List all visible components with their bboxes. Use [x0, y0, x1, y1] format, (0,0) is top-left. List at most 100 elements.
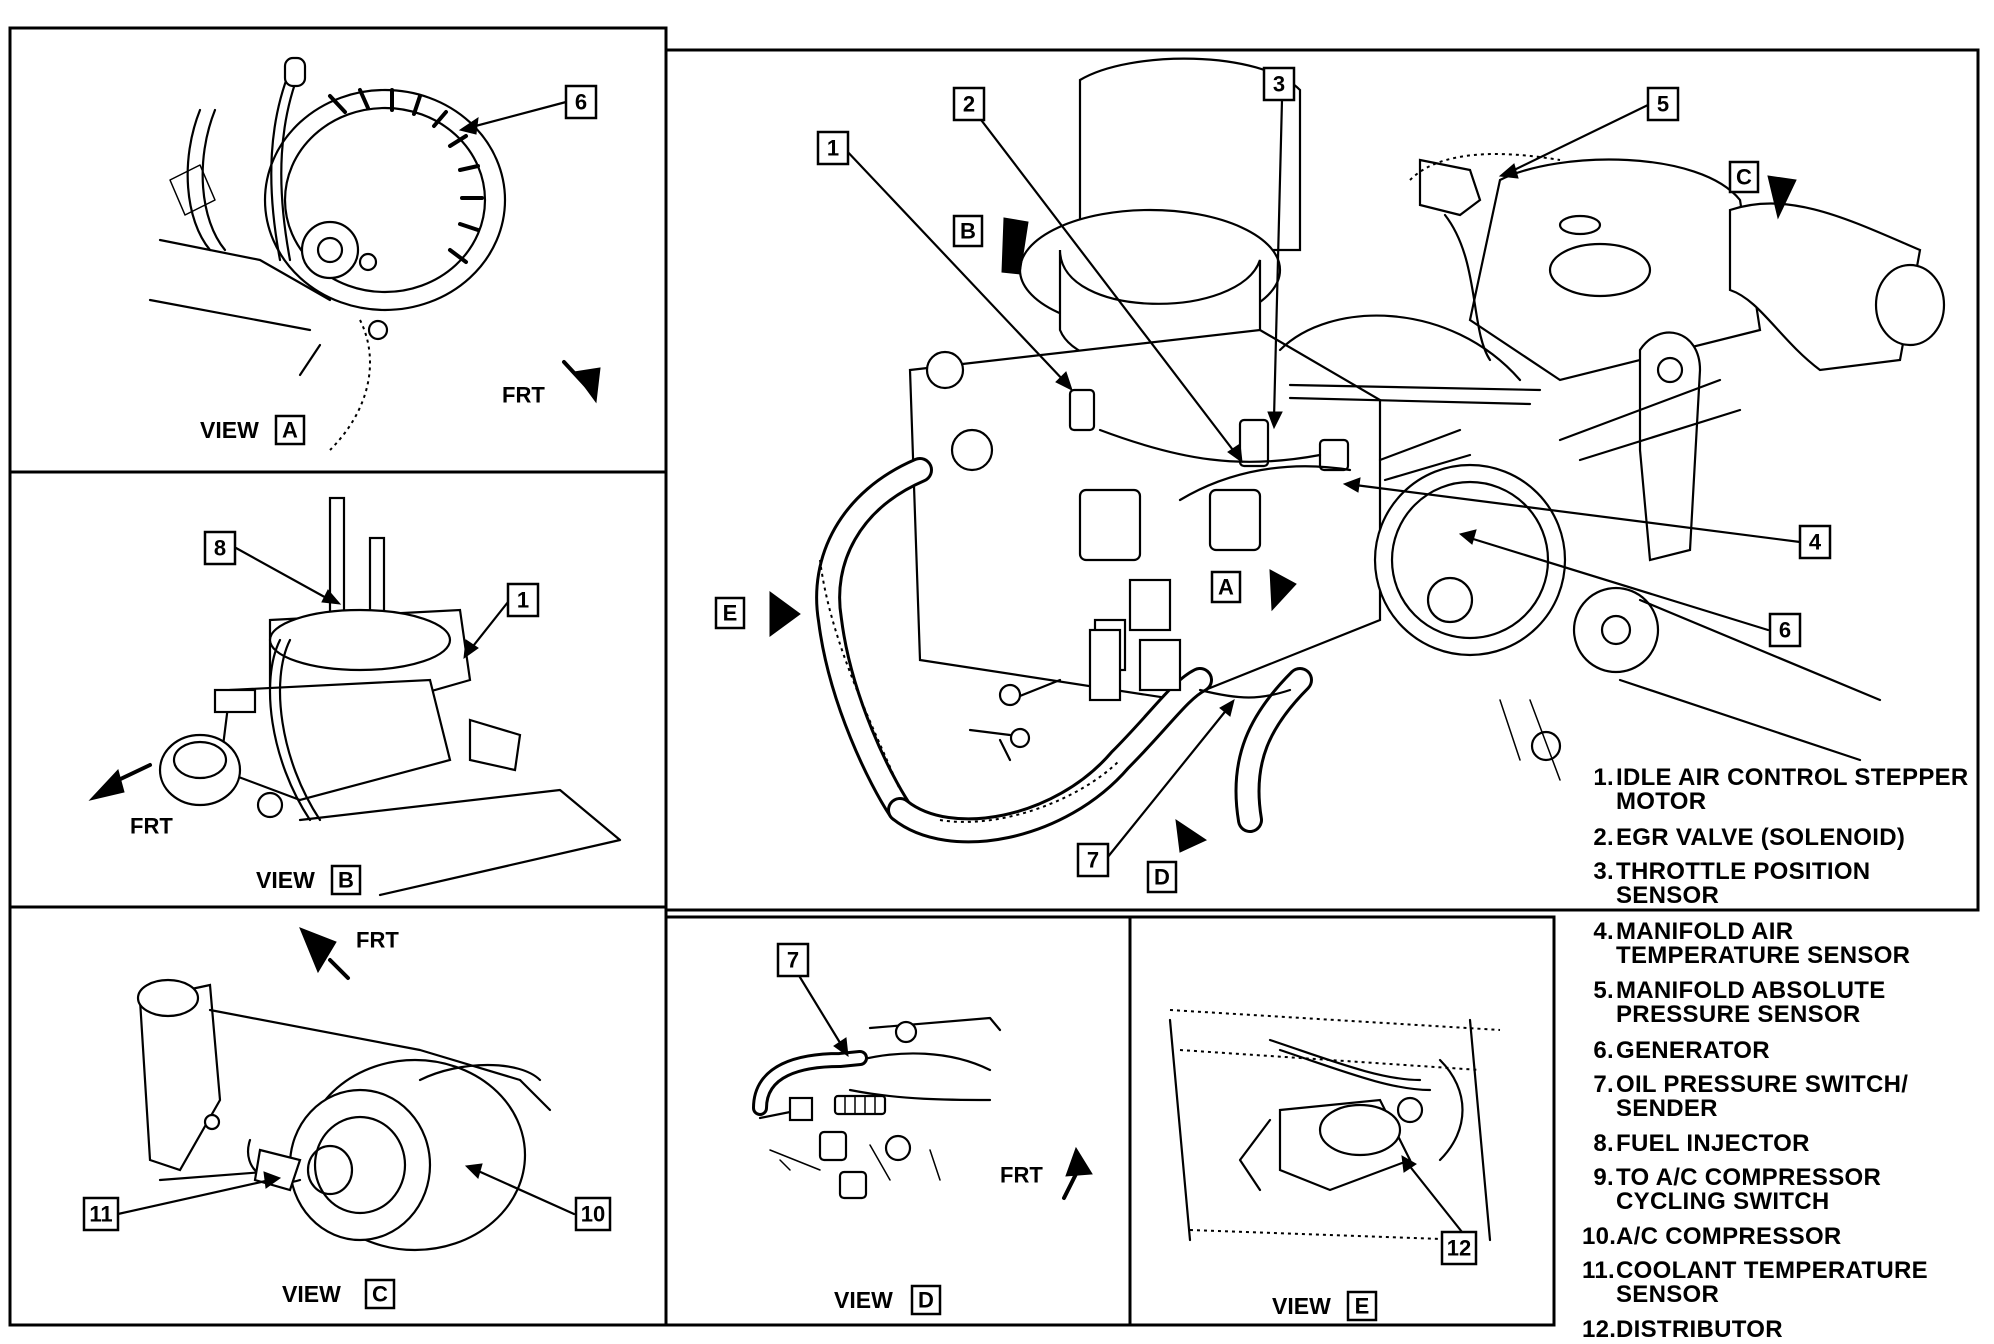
legend-number: 8.	[1593, 1130, 1614, 1157]
view-c-callout-10: 10	[464, 1163, 612, 1232]
view-d-frt-indicator: FRT	[1000, 1146, 1093, 1200]
legend-number: 9.	[1593, 1164, 1614, 1191]
view-letter: B	[338, 868, 354, 893]
arrow-icon	[1767, 175, 1797, 220]
view-marker-b: B	[952, 214, 1029, 275]
callout-label: 8	[214, 536, 226, 561]
callout-label: 5	[1657, 92, 1669, 117]
legend-text: IDLE AIR CONTROL STEPPER MOTOR	[1616, 764, 1969, 815]
legend-text: GENERATOR	[1616, 1037, 1770, 1064]
view-a-callout-6: 6	[458, 84, 598, 135]
legend-text: DISTRIBUTOR	[1616, 1316, 1783, 1343]
view-marker-c: C	[1728, 160, 1797, 220]
callout-label: 1	[827, 136, 839, 161]
legend-text: EGR VALVE (SOLENOID)	[1616, 824, 1906, 851]
view-marker-d: D	[1146, 818, 1208, 894]
legend-number: 1.	[1593, 764, 1614, 791]
view-letter: C	[372, 1282, 388, 1307]
legend-number: 11.	[1582, 1257, 1615, 1284]
legend-number: 3.	[1593, 858, 1614, 885]
view-letter: A	[282, 418, 298, 443]
view-label: VIEW	[282, 1281, 341, 1307]
view-c-illustration	[136, 978, 552, 1252]
view-marker-e: E	[714, 591, 801, 637]
view-c-frt-indicator: FRT	[299, 927, 399, 980]
callout-label: 11	[89, 1202, 112, 1227]
callout-label: 10	[581, 1202, 605, 1227]
legend-text: TO A/C COMPRESSOR CYCLING SWITCH	[1616, 1164, 1882, 1215]
frt-arrow-icon	[299, 927, 337, 974]
main-callout-leaders	[842, 98, 1802, 860]
generator-main	[1373, 463, 1567, 657]
view-letter: E	[1355, 1294, 1370, 1319]
view-e-frame	[1128, 915, 1556, 1327]
view-b-illustration	[158, 496, 622, 897]
view-label: VIEW	[256, 867, 315, 893]
legend-number: 4.	[1593, 918, 1614, 945]
callout-label: 2	[963, 92, 975, 117]
frt-label: FRT	[130, 814, 173, 839]
map-sensor	[1418, 158, 1482, 217]
frt-label: FRT	[356, 928, 399, 953]
frt-label: FRT	[502, 383, 545, 408]
callout-label: 7	[1087, 848, 1099, 873]
view-b-callout-8: 8	[203, 530, 342, 605]
legend-number: 7.	[1593, 1071, 1614, 1098]
view-marker-a: A	[1210, 569, 1297, 612]
legend-text: MANIFOLD ABSOLUTE PRESSURE SENSOR	[1616, 977, 1886, 1028]
callout-label: 7	[787, 948, 799, 973]
callout-label: 1	[517, 588, 529, 613]
generator-pulley	[300, 220, 360, 280]
frt-label: FRT	[1000, 1163, 1043, 1188]
legend-number: 6.	[1593, 1037, 1614, 1064]
egr-valve	[158, 733, 242, 807]
callout-label: 3	[1273, 72, 1285, 97]
svg-text:E: E	[723, 601, 738, 626]
frt-arrow-icon	[88, 769, 125, 801]
view-d-caption: VIEW D	[834, 1284, 942, 1316]
legend-text: MANIFOLD AIR TEMPERATURE SENSOR	[1616, 918, 1911, 969]
legend-text: OIL PRESSURE SWITCH/ SENDER	[1616, 1071, 1909, 1122]
main-callouts: 1 2 3 5 4 6 7	[816, 66, 1832, 878]
view-d-illustration	[752, 1016, 1002, 1200]
view-c-callout-11: 11	[82, 1171, 282, 1232]
view-label: VIEW	[1272, 1293, 1331, 1319]
legend-text: THROTTLE POSITION SENSOR	[1616, 858, 1871, 909]
callout-label: 6	[1779, 618, 1791, 643]
coolant-outlet	[138, 983, 222, 1172]
callout-label: 4	[1809, 530, 1822, 555]
arrow-icon	[1001, 217, 1029, 275]
main-view-frame	[664, 48, 1980, 912]
legend-text: COOLANT TEMPERATURE SENSOR	[1616, 1257, 1928, 1308]
view-d-frame	[664, 915, 1132, 1327]
pulley	[1572, 586, 1660, 674]
svg-text:D: D	[1154, 865, 1170, 890]
arrow-icon	[1269, 569, 1297, 612]
svg-text:A: A	[1218, 575, 1234, 600]
view-b-caption: VIEW B	[256, 864, 362, 896]
view-c-caption: VIEW C	[282, 1278, 396, 1310]
view-letter: D	[918, 1288, 934, 1313]
view-e-illustration	[1168, 1009, 1501, 1242]
view-a-frt-indicator: FRT	[502, 360, 601, 408]
svg-text:B: B	[960, 219, 976, 244]
frt-arrow-icon	[1065, 1146, 1093, 1177]
view-label: VIEW	[200, 417, 259, 443]
legend-text: FUEL INJECTOR	[1616, 1130, 1810, 1157]
view-d-callout-7: 7	[776, 942, 849, 1058]
main-engine-illustration	[815, 57, 1946, 844]
main-view-markers: A B C D E	[714, 160, 1797, 894]
legend-number: 10.	[1582, 1223, 1617, 1250]
view-e-callout-12: 12	[1401, 1155, 1478, 1266]
view-a-illustration	[148, 56, 507, 451]
legend-text: A/C COMPRESSOR	[1616, 1223, 1842, 1250]
view-a-caption: VIEW A	[200, 414, 306, 446]
svg-text:C: C	[1736, 165, 1752, 190]
arrow-icon	[1175, 818, 1208, 853]
callout-label: 6	[575, 90, 587, 115]
arrow-icon	[769, 591, 801, 637]
legend-number: 5.	[1593, 977, 1614, 1004]
legend-number: 12.	[1582, 1316, 1617, 1343]
callout-label: 12	[1447, 1236, 1471, 1261]
